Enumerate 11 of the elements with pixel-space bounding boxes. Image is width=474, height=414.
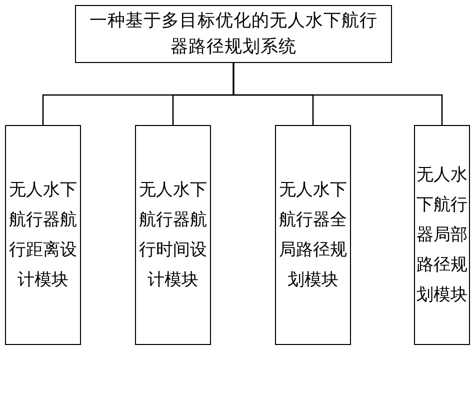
module-label: 无人水下航行器局部路径规划模块 <box>416 164 468 307</box>
system-box <box>75 5 392 63</box>
module-box <box>135 125 211 345</box>
module-label: 无人水下航行器航行距离设计模块 <box>9 179 77 292</box>
module-box <box>5 125 81 345</box>
module-box <box>275 125 351 345</box>
module-box <box>414 125 470 345</box>
title-text: 一种基于多目标优化的无人水下航行器路径规划系统 <box>88 10 378 59</box>
module-label: 无人水下航行器航行时间设计模块 <box>139 179 207 292</box>
connector-line <box>232 63 443 125</box>
module-label: 无人水下航行器全局路径规划模块 <box>279 179 347 292</box>
